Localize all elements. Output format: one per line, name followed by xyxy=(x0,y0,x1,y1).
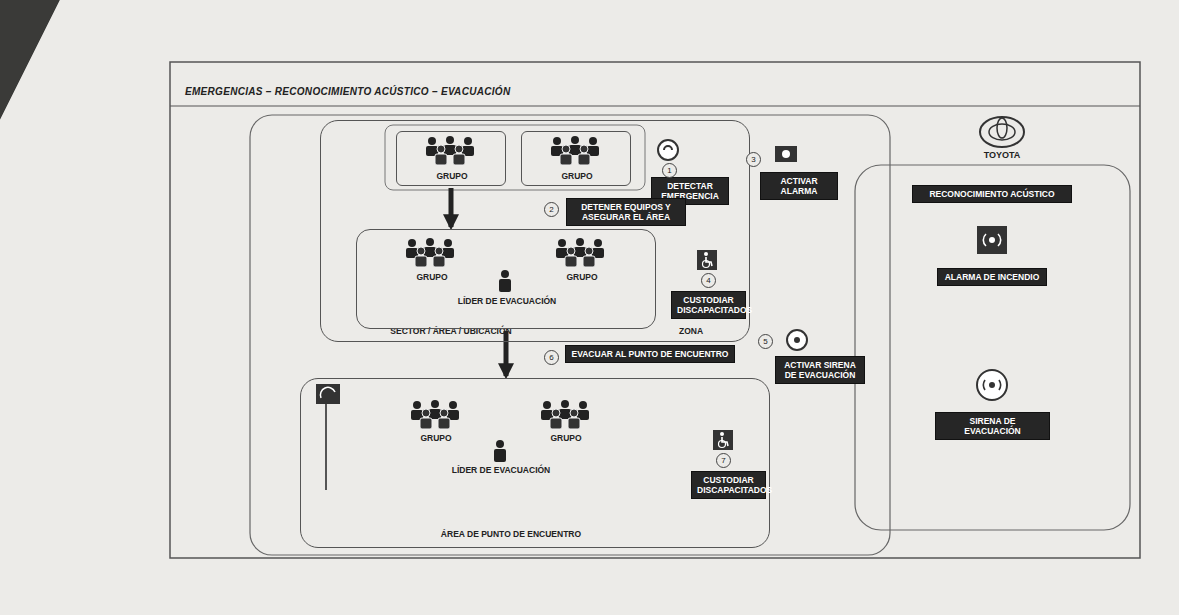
people-group xyxy=(426,136,474,165)
step-box: CUSTODIAR DISCAPACITADOS xyxy=(691,471,766,499)
area-label: SECTOR / ÁREA / UBICACIÓN xyxy=(351,326,551,336)
meeting-sign xyxy=(320,387,335,398)
area-box: SECTOR / ÁREA / UBICACIÓNZONAGRUPOGRUPOG… xyxy=(320,120,750,342)
step-box: ALARMA DE INCENDIO xyxy=(937,268,1047,286)
people-group xyxy=(556,238,604,267)
callout-number: 5 xyxy=(758,334,773,349)
frame xyxy=(170,62,1140,558)
flow-arrow xyxy=(504,331,509,376)
step-box: RECONOCIMIENTO ACÚSTICO xyxy=(912,185,1072,203)
step-text: SIRENA DE EVACUACIÓN xyxy=(941,416,1044,436)
callout-number: 4 xyxy=(701,273,716,288)
step-box: ACTIVAR ALARMA xyxy=(760,172,838,200)
flow-arrow xyxy=(449,188,454,227)
area-label: ZONA xyxy=(661,326,721,336)
wheelchair-icon xyxy=(713,430,733,450)
step-box: EVACUAR AL PUNTO DE ENCUENTRO xyxy=(565,345,735,363)
area-box: GRUPO xyxy=(521,131,631,186)
people-group xyxy=(551,136,599,165)
step-box: CUSTODIAR DISCAPACITADOS xyxy=(671,291,746,319)
toyota-logo xyxy=(997,118,1007,138)
panel-outline xyxy=(855,165,1130,530)
area-label: GRUPO xyxy=(521,433,611,443)
alarm-icon xyxy=(977,226,1007,254)
alarm-icon xyxy=(989,237,995,243)
meeting-sign xyxy=(316,384,340,404)
callout-number: 1 xyxy=(662,163,677,178)
title-rule xyxy=(170,105,1140,106)
callout-number: 3 xyxy=(746,152,761,167)
siren-icon xyxy=(787,330,807,350)
meeting-sign xyxy=(325,404,327,490)
detect-icon xyxy=(664,146,672,150)
alarm-icon xyxy=(775,146,797,162)
area-label: GRUPO xyxy=(527,171,627,181)
area-label: GRUPO xyxy=(387,272,477,282)
alarm-icon xyxy=(782,150,790,158)
area-box: GRUPO xyxy=(396,131,506,186)
callout-number: 7 xyxy=(716,453,731,468)
area-label: GRUPO xyxy=(402,171,502,181)
detect-icon xyxy=(658,140,678,160)
alarm-icon xyxy=(983,234,1000,246)
wheelchair-icon xyxy=(697,250,717,270)
area-label: GRUPO xyxy=(537,272,627,282)
area-box: GRUPO GRUPO LÍDER DE EVACUACIÓN ÁREA DE PUN… xyxy=(300,378,770,548)
step-text: CUSTODIAR DISCAPACITADOS xyxy=(677,295,740,315)
leader-person xyxy=(494,440,506,462)
callout-number: 6 xyxy=(544,350,559,365)
area-label: GRUPO xyxy=(391,433,481,443)
people-group xyxy=(411,400,459,429)
step-text: CUSTODIAR DISCAPACITADOS xyxy=(697,475,760,495)
leader-person xyxy=(499,270,511,292)
step-box: SIRENA DE EVACUACIÓN xyxy=(935,412,1050,440)
group-outline xyxy=(385,125,645,190)
area-box: GRUPO GRUPO LÍDER DE EVACUACIÓN xyxy=(356,229,656,329)
diagram-title: EMERGENCIAS – RECONOCIMIENTO ACÚSTICO – … xyxy=(185,86,510,97)
panel-outline xyxy=(250,115,890,555)
siren-icon xyxy=(989,382,995,388)
step-text: EVACUAR AL PUNTO DE ENCUENTRO xyxy=(571,349,729,359)
brand-name: TOYOTA xyxy=(972,150,1032,160)
siren-icon xyxy=(794,337,800,343)
siren-icon xyxy=(983,380,1000,390)
step-text: RECONOCIMIENTO ACÚSTICO xyxy=(918,189,1066,199)
area-label: ÁREA DE PUNTO DE ENCUENTRO xyxy=(381,529,641,539)
step-box: ACTIVAR SIRENA DE EVACUACIÓN xyxy=(775,356,865,384)
toyota-logo xyxy=(980,117,1024,147)
callout-number: 2 xyxy=(544,202,559,217)
people-group xyxy=(541,400,589,429)
step-text: ACTIVAR ALARMA xyxy=(766,176,832,196)
area-label: LÍDER DE EVACUACIÓN xyxy=(446,465,556,475)
area-label: LÍDER DE EVACUACIÓN xyxy=(457,296,557,306)
siren-icon xyxy=(977,370,1007,400)
step-text: DETENER EQUIPOS Y ASEGURAR EL ÁREA xyxy=(572,202,680,222)
step-text: ACTIVAR SIRENA DE EVACUACIÓN xyxy=(781,360,859,380)
step-box: DETENER EQUIPOS Y ASEGURAR EL ÁREA xyxy=(566,198,686,226)
people-group xyxy=(406,238,454,267)
step-text: ALARMA DE INCENDIO xyxy=(943,272,1041,282)
